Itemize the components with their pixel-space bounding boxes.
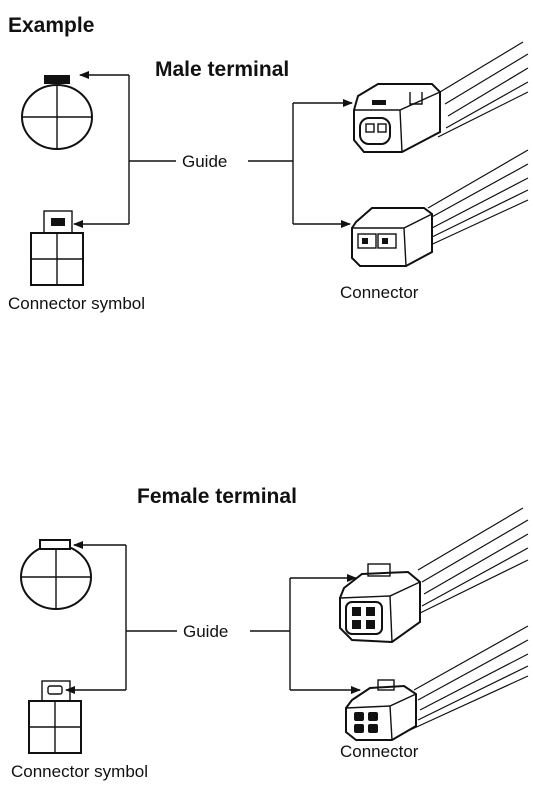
connector-symbol-label-male: Connector symbol xyxy=(8,294,145,313)
page-heading: Example xyxy=(8,14,94,37)
female-terminal-section: Female terminal Connector symbol Guide xyxy=(11,485,529,781)
female-guide-key-round xyxy=(39,539,71,550)
male-guide-key-square xyxy=(51,218,65,226)
male-guide-key-round xyxy=(44,75,70,84)
connector-label-male: Connector xyxy=(340,283,419,302)
round-connector-symbol-female xyxy=(20,539,92,610)
section-title-female: Female terminal xyxy=(137,485,297,508)
guide-bracket-right-female xyxy=(250,574,361,694)
guide-bracket-left-male xyxy=(73,71,176,228)
connector-label-female: Connector xyxy=(340,742,419,761)
guide-bracket-left-female xyxy=(65,541,177,694)
guide-bracket-right-male xyxy=(248,99,353,228)
female-round-connector-drawing xyxy=(339,507,529,644)
female-square-connector-drawing xyxy=(345,625,529,741)
square-connector-symbol-male xyxy=(30,210,84,286)
female-guide-key-square xyxy=(47,685,63,695)
male-terminal-section: Male terminal Connector symbol Guide xyxy=(8,41,529,313)
section-title-male: Male terminal xyxy=(155,58,289,81)
square-connector-symbol-female xyxy=(28,680,82,754)
guide-label-female: Guide xyxy=(183,622,228,641)
male-square-connector-drawing xyxy=(351,149,529,267)
connector-symbol-label-female: Connector symbol xyxy=(11,762,148,781)
guide-label-male: Guide xyxy=(182,152,227,171)
round-connector-symbol-male xyxy=(21,75,93,150)
male-round-connector-drawing xyxy=(353,41,529,153)
